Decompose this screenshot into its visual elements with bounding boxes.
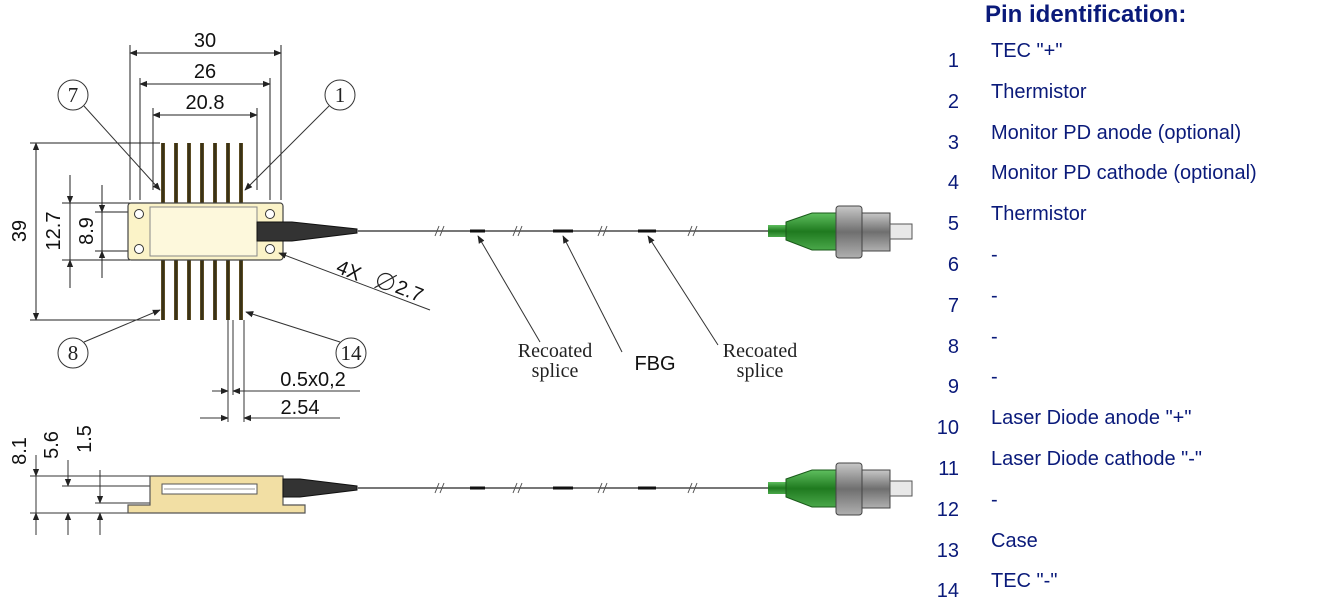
pin-row: 3 Monitor PD anode (optional): [925, 118, 1335, 158]
pin-number: 6: [947, 254, 959, 276]
dim-hole-diameter: 2.7: [392, 276, 426, 307]
dim-pin-size: 0.5x0,2: [280, 369, 346, 391]
pin-number: 4: [947, 172, 959, 195]
dim-width-inner: 20.8: [186, 92, 225, 114]
pin-row: 9-: [925, 362, 1335, 402]
pin-number: 10: [936, 417, 959, 440]
label-fbg: FBG: [634, 353, 675, 375]
pin-number: 1: [947, 50, 959, 72]
dim-side-height-base: 1.5: [74, 425, 96, 453]
package-pins-bottom: [161, 260, 243, 320]
package-pins-top: [161, 143, 243, 203]
pin-row: 14 TEC "-": [925, 566, 1335, 606]
callout-pin-bottom-left: 8: [68, 341, 79, 365]
fiber-side: [357, 482, 770, 494]
pin-description: Thermistor: [991, 80, 1087, 103]
top-view: [30, 45, 282, 321]
pin-number: 3: [947, 131, 959, 154]
fc-connector-side: [768, 462, 913, 516]
label-splice-right-line2: splice: [737, 360, 784, 382]
pin-number: 8: [947, 335, 959, 358]
pin-description: -: [991, 284, 998, 307]
pin-pitch-dims: [200, 320, 360, 422]
fiber-top: [357, 225, 770, 237]
pin-row: 8-: [925, 322, 1335, 362]
dim-side-height-total: 8.1: [9, 437, 31, 465]
pin-description: -: [991, 325, 998, 348]
pin-description: Monitor PD anode (optional): [991, 121, 1242, 144]
pin-number: 12: [936, 498, 959, 521]
fiber-label-leaders: [477, 235, 719, 353]
pin-row: 13 Case: [925, 526, 1335, 566]
pin-row: 6-: [925, 240, 1335, 280]
pin-number: 11: [938, 458, 959, 480]
label-splice-left-line2: splice: [532, 360, 579, 382]
pin-number: 9: [947, 376, 959, 399]
pin-row: 10 Laser Diode anode "+": [925, 403, 1335, 443]
dim-width-outer: 30: [194, 30, 216, 52]
pin-row: 12 -: [925, 485, 1335, 525]
dim-width-mid: 26: [194, 61, 216, 83]
pin-number: 5: [947, 213, 959, 236]
label-splice-right-line1: Recoated: [723, 340, 797, 362]
pin-description: -: [991, 244, 998, 266]
pin-callouts: [57, 79, 431, 369]
dim-height-inner: 8.9: [76, 217, 98, 245]
pin-row: 7-: [925, 281, 1335, 321]
dim-height-total: 39: [9, 220, 31, 242]
pin-description: TEC "+": [991, 40, 1063, 62]
side-view-package: [127, 475, 358, 514]
pin-description: Monitor PD cathode (optional): [991, 162, 1257, 185]
pin-row: 5 Thermistor: [925, 199, 1335, 239]
dim-pin-pitch: 2.54: [281, 397, 320, 419]
pin-number: 7: [947, 294, 959, 317]
fc-connector-top: [768, 205, 913, 259]
callout-pin-top-right: 1: [335, 83, 346, 107]
pin-row: 4 Monitor PD cathode (optional): [925, 158, 1335, 198]
pin-description: TEC "-": [991, 570, 1058, 593]
pin-number: 13: [936, 539, 959, 562]
pin-description: -: [991, 366, 998, 389]
dim-side-height-mid: 5.6: [41, 431, 63, 459]
callout-pin-top-left: 7: [68, 83, 79, 107]
diameter-icon: [374, 272, 398, 291]
dim-height-body: 12.7: [43, 212, 65, 251]
pin-description: Thermistor: [991, 203, 1087, 226]
dim-hole-count: 4X: [333, 256, 364, 286]
pin-row: 11 Laser Diode cathode "-": [925, 444, 1335, 484]
pin-number: 14: [936, 580, 959, 603]
package-body: [127, 202, 358, 261]
callout-pin-bottom-right: 14: [341, 341, 363, 365]
pin-description: -: [991, 488, 998, 511]
pin-description: Laser Diode anode "+": [991, 407, 1192, 430]
side-view-dims: [30, 455, 150, 535]
pin-number: 2: [947, 90, 959, 113]
pin-row: 2 Thermistor: [925, 77, 1335, 117]
label-splice-left-line1: Recoated: [518, 340, 592, 362]
pin-description: Case: [991, 529, 1038, 552]
pin-row: 1 TEC "+": [925, 36, 1335, 76]
pin-description: Laser Diode cathode "-": [991, 448, 1202, 470]
pin-identification-title: Pin identification:: [985, 1, 1187, 28]
